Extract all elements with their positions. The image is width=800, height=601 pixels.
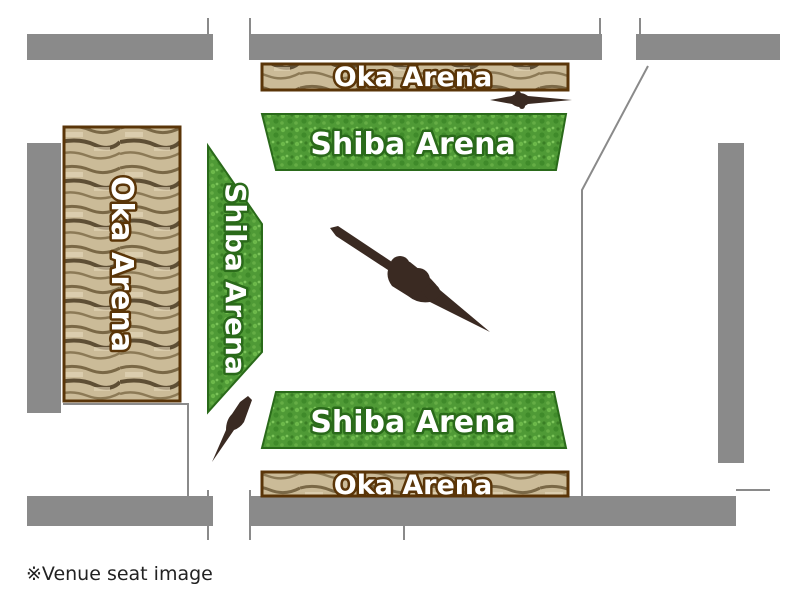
oka-arena-top[interactable]: Oka Arena	[260, 60, 570, 96]
dinosaur-silhouette-icon	[330, 226, 490, 332]
crocodile-silhouette-icon	[490, 91, 572, 109]
small-crocodile-silhouette-icon	[212, 396, 252, 462]
wall-left	[27, 143, 61, 413]
oka-arena-bottom-label: Oka Arena	[334, 470, 493, 501]
wall-top-right	[636, 34, 780, 60]
oka-arena-left-label: Oka Arena	[104, 176, 139, 352]
shiba-arena-top-label: Shiba Arena	[310, 127, 515, 162]
wall-top-center	[250, 34, 602, 60]
oka-arena-top-label: Oka Arena	[334, 62, 493, 93]
venue-seat-image-note: ※Venue seat image	[26, 563, 213, 585]
shiba-arena-bottom-label: Shiba Arena	[310, 405, 515, 440]
wall-top-left	[27, 34, 213, 60]
wall-line-left-corridor	[63, 403, 189, 496]
shiba-arena-top[interactable]: Shiba Arena	[260, 113, 568, 171]
shiba-arena-left-label: Shiba Arena	[219, 183, 252, 375]
oka-arena-bottom[interactable]: Oka Arena	[260, 468, 570, 504]
oka-arena-left[interactable]: Oka Arena	[62, 125, 182, 403]
shiba-arena-left[interactable]: Shiba Arena	[207, 142, 263, 415]
wall-right	[718, 143, 744, 463]
wall-bottom-left	[27, 496, 213, 526]
shiba-arena-bottom[interactable]: Shiba Arena	[260, 391, 568, 449]
wall-bottom-center	[250, 496, 736, 526]
venue-walls	[27, 18, 780, 540]
wall-line-diagonal	[581, 65, 649, 496]
